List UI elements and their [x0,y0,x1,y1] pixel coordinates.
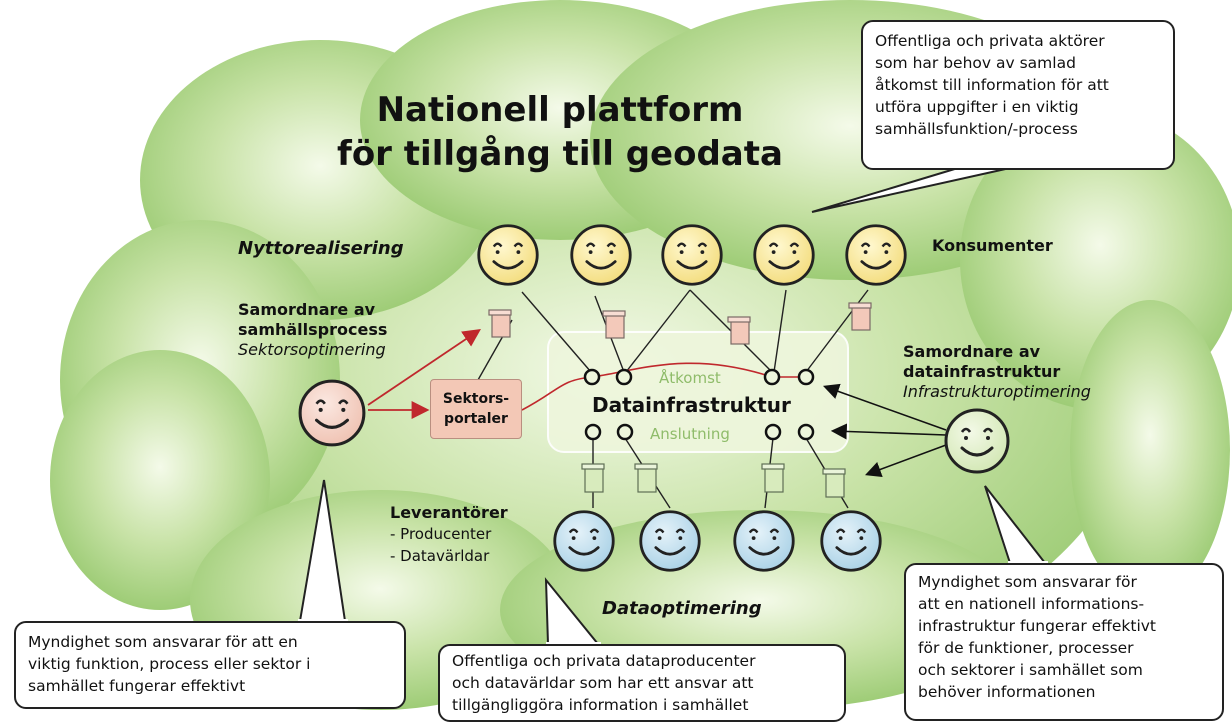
process-label-line-1: Samordnare av [238,300,376,319]
callout-line: Myndighet som ansvarar för [918,573,1137,591]
suppliers-label: Leverantörer - Producenter - Datavärldar [390,503,508,567]
callout-line: att en nationell informations- [918,595,1145,613]
process-label-line-2: samhällsprocess [238,320,388,339]
label-anslutning: Anslutning [650,425,730,443]
page-title: Nationell plattform för tillgång till ge… [300,88,820,176]
access-curve [521,362,773,411]
callout-line: åtkomst till information för att [875,76,1109,94]
callout-process-coordinator: Myndighet som ansvarar för att en viktig… [14,621,406,709]
red-arrow-to-docs [367,328,481,406]
smiley-face-icon [638,509,702,573]
smiley-face-icon [844,223,908,287]
smiley-face-icon [476,223,540,287]
connection-port-icon [764,423,782,441]
label-dataoptimering: Dataoptimering [602,598,762,619]
callout-line: samhällsfunktion/-process [875,120,1078,138]
smiley-face-icon [944,408,1010,474]
label-konsumenter: Konsumenter [932,236,1053,255]
document-icon [602,310,626,339]
document-icon [822,468,846,498]
connection-port-icon [615,368,633,386]
callout-line: Offentliga och privata aktörer [875,32,1105,50]
infra-coordinator-label: Samordnare av datainfrastruktur Infrastr… [903,342,1091,401]
title-line-1: Nationell plattform [376,90,744,130]
label-sektorsoptimering: Sektorsoptimering [238,340,386,359]
callout-line: Myndighet som ansvarar för att en [28,633,298,651]
smiley-face-icon [569,223,633,287]
label-leverantorer: Leverantörer [390,503,508,522]
sektorsportaler-box: Sektors- portaler [430,379,522,439]
callout-line: samhället fungerar effektivt [28,677,246,695]
smiley-face-icon [752,223,816,287]
connection-port-icon [584,423,602,441]
label-producenter: - Producenter [390,525,492,543]
smiley-face-icon [819,509,883,573]
portal-label-line-1: Sektors- [442,391,510,407]
callout-line: viktig funktion, process eller sektor i [28,655,311,673]
callout-line: för de funktioner, processer [918,639,1134,657]
smiley-face-icon [732,509,796,573]
document-icon [581,463,605,493]
callout-line: som har behov av samlad [875,54,1076,72]
infra-label-line-1: Samordnare av [903,342,1041,361]
label-atkomst: Åtkomst [659,369,721,387]
label-infrastrukturoptimering: Infrastrukturoptimering [903,382,1091,401]
callout-line: behöver informationen [918,683,1096,701]
title-line-2: för tillgång till geodata [337,134,783,174]
connection-port-icon [583,368,601,386]
process-coordinator-label: Samordnare av samhällsprocess Sektorsopt… [238,300,387,359]
callout-line: tillgängliggöra information i samhället [452,696,749,714]
portal-label-line-2: portaler [444,411,508,427]
label-datavarldar: - Datavärldar [390,547,490,565]
callout-line: utföra uppgifter i en viktig [875,98,1079,116]
ports [583,368,815,441]
callout-consumers: Offentliga och privata aktörer som har b… [861,20,1175,170]
smiley-face-icon [552,509,616,573]
infra-label-line-2: datainfrastruktur [903,362,1061,381]
smiley-face-icon [300,381,364,445]
callout-infra-coordinator: Myndighet som ansvarar för att en nation… [904,563,1224,721]
callout-line: infrastruktur fungerar effektivt [918,617,1156,635]
consumer-documents [488,302,872,345]
callout-line: och datavärldar som har ett ansvar att [452,674,754,692]
infra-arrows [822,383,947,478]
datainfrastruktur-box [547,331,849,453]
document-icon [727,316,751,345]
document-icon [634,463,658,493]
document-icon [848,302,872,331]
callout-tails [298,167,1048,645]
document-icon [488,309,512,338]
connection-port-icon [797,368,815,386]
smiley-face-icon [660,223,724,287]
connection-port-icon [616,423,634,441]
supplier-documents [581,463,846,498]
document-icon [761,463,785,493]
callout-line: Offentliga och privata dataproducenter [452,652,756,670]
connection-port-icon [763,368,781,386]
label-datainfrastruktur: Datainfrastruktur [592,393,791,417]
connection-port-icon [797,423,815,441]
label-nyttorealisering: Nyttorealisering [238,238,404,259]
callout-suppliers: Offentliga och privata dataproducenter o… [438,644,846,722]
callout-line: och sektorer i samhället som [918,661,1143,679]
